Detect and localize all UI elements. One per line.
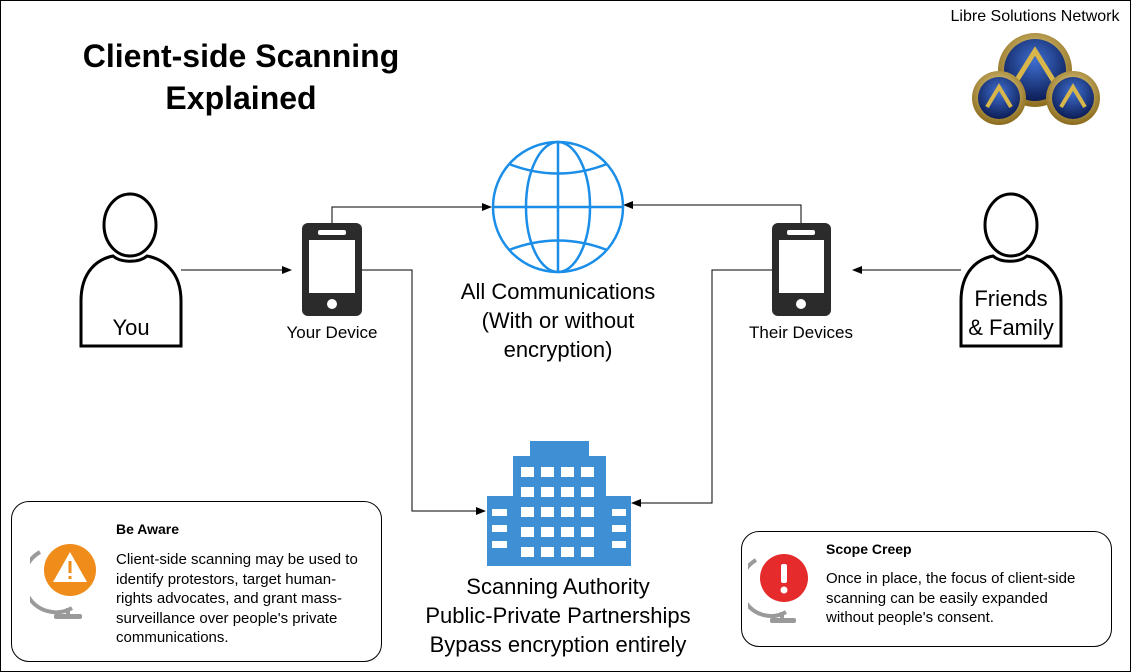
- globe-icon: [491, 140, 625, 274]
- communications-label-line-2: (With or without: [481, 308, 635, 333]
- authority-label-line-1: Scanning Authority: [466, 574, 650, 599]
- warning-globe-icon: [30, 544, 96, 619]
- brand-logo: [972, 33, 1100, 125]
- authority-label: Scanning Authority Public-Private Partne…: [388, 572, 728, 659]
- communications-label: All Communications (With or without encr…: [408, 277, 708, 364]
- person-you-icon: [79, 192, 183, 348]
- brand-name: Libre Solutions Network: [950, 8, 1120, 25]
- arrow-devices-to-communications: [623, 201, 802, 223]
- their-devices-phone-icon: [772, 223, 831, 316]
- your-device-label: Your Device: [286, 323, 378, 342]
- scope-creep-callout: Scope Creep Once in place, the focus of …: [741, 531, 1112, 647]
- scope-creep-text: Once in place, the focus of client-side …: [826, 570, 1076, 626]
- you-label: You: [112, 315, 150, 340]
- arrow-device-to-communications: [331, 203, 492, 223]
- person-friends-family-icon: [959, 192, 1063, 348]
- their-devices-label: Their Devices: [749, 323, 853, 342]
- scope-creep-title: Scope Creep: [826, 541, 912, 557]
- be-aware-title: Be Aware: [116, 521, 180, 537]
- page-title: Client-side Scanning Explained: [41, 35, 441, 119]
- friends-family-label: Friends & Family: [951, 284, 1071, 342]
- be-aware-text: Client-side scanning may be used to iden…: [116, 551, 358, 646]
- friends-family-label-line-1: Friends: [974, 286, 1048, 311]
- friends-family-label-line-2: & Family: [968, 315, 1054, 340]
- be-aware-callout: Be Aware Client-side scanning may be use…: [11, 501, 382, 662]
- communications-label-line-3: encryption): [503, 337, 613, 362]
- authority-label-line-3: Bypass encryption entirely: [429, 632, 687, 657]
- your-device-phone-icon: [302, 223, 362, 316]
- arrow-devices-to-authority: [631, 269, 772, 507]
- title-line-1: Client-side Scanning: [82, 38, 400, 74]
- connectors: [181, 201, 961, 515]
- authority-label-line-2: Public-Private Partnerships: [425, 603, 691, 628]
- communications-label-line-1: All Communications: [460, 279, 656, 304]
- arrow-device-to-authority: [362, 269, 486, 515]
- building-icon: [487, 441, 631, 566]
- title-line-2: Explained: [165, 80, 317, 116]
- alert-globe-icon: [748, 554, 808, 623]
